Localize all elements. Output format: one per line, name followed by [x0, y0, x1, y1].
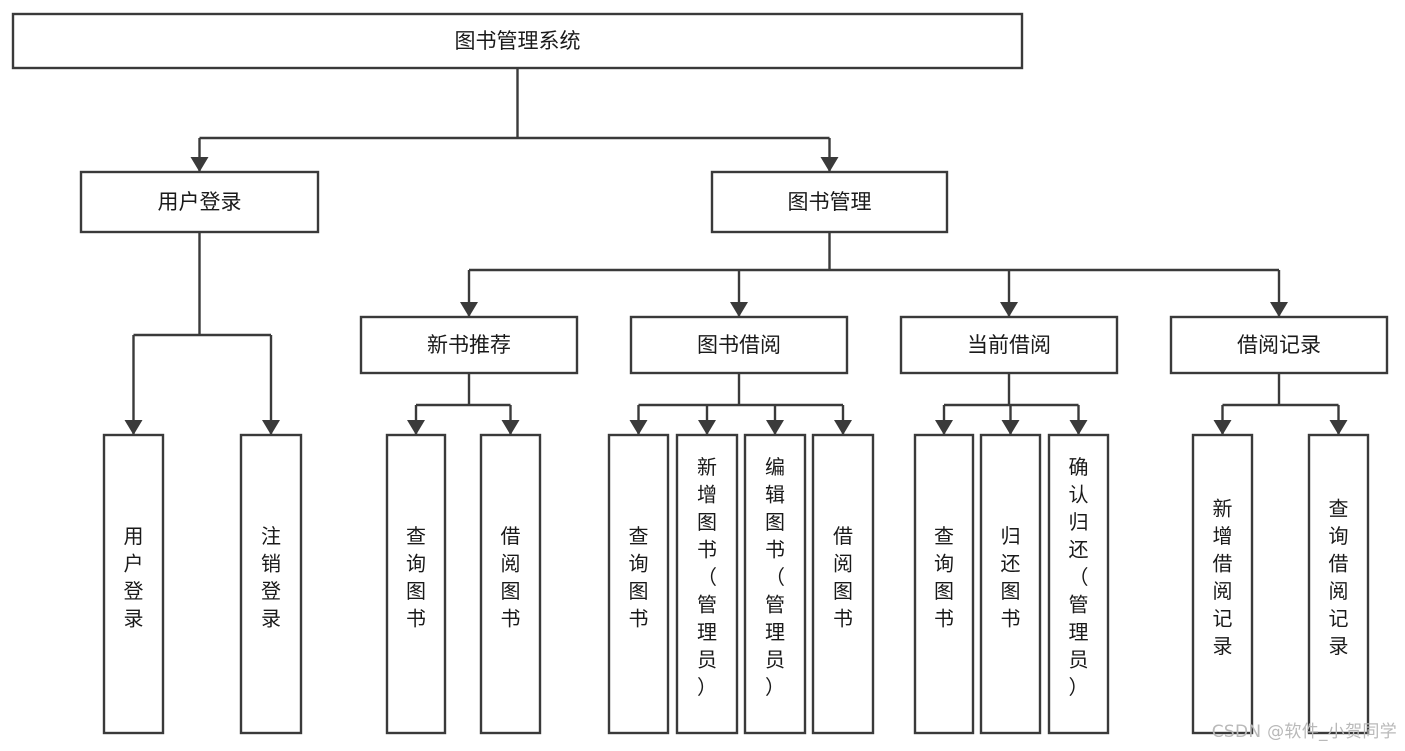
node-l3-新书推荐[interactable]: 新书推荐 — [359, 315, 579, 375]
csdn-watermark: CSDN @软件_小贺同学 — [1211, 722, 1397, 742]
node-l3-当前借阅[interactable]: 当前借阅 — [899, 315, 1119, 375]
node-l2-用户登录[interactable]: 用户登录 — [79, 170, 320, 234]
node-label: 注销登录 — [261, 524, 281, 631]
node-rect — [239, 433, 303, 735]
arrow-into-新增图书管理员 — [698, 420, 716, 435]
arrow-into-新书推荐 — [460, 302, 478, 317]
node-layer: 图书管理系统用户登录图书管理新书推荐图书借阅当前借阅借阅记录用户登录注销登录查询… — [11, 12, 1389, 735]
arrow-into-图书借阅 — [730, 302, 748, 317]
node-label: 图书管理 — [788, 190, 872, 214]
node-rect — [675, 433, 739, 735]
arrow-into-借阅记录 — [1270, 302, 1288, 317]
node-label: 新书推荐 — [427, 333, 511, 357]
node-leaf-借阅图书[interactable]: 借阅图书 — [811, 433, 875, 735]
node-leaf-归还图书[interactable]: 归还图书 — [979, 433, 1042, 735]
node-label: 查询图书 — [406, 524, 426, 631]
node-leaf-新增图书管理员[interactable]: 新增图书（管理员） — [675, 433, 739, 735]
arrow-into-归还图书 — [1001, 420, 1020, 435]
node-label: 新增借阅记录 — [1213, 496, 1233, 658]
node-leaf-注销登录[interactable]: 注销登录 — [239, 433, 303, 735]
node-leaf-编辑图书管理员[interactable]: 编辑图书（管理员） — [743, 433, 807, 735]
node-label: 查询借阅记录 — [1329, 496, 1349, 658]
arrow-into-注销登录 — [262, 420, 280, 435]
node-rect — [743, 433, 807, 735]
arrow-into-借阅图书 — [501, 420, 520, 435]
node-rect — [1307, 433, 1370, 735]
node-label: 查询图书 — [629, 524, 649, 631]
arrow-into-新增借阅记录 — [1213, 420, 1232, 435]
node-label: 借阅图书 — [833, 524, 853, 631]
node-label: 当前借阅 — [967, 333, 1051, 357]
node-leaf-查询图书[interactable]: 查询图书 — [385, 433, 447, 735]
node-label: 编辑图书（管理员） — [765, 455, 785, 699]
arrow-into-借阅图书 — [834, 420, 852, 435]
arrow-into-查询图书 — [629, 420, 648, 435]
node-label: 借阅记录 — [1237, 333, 1321, 357]
node-label: 用户登录 — [124, 524, 144, 631]
node-label: 借阅图书 — [501, 524, 521, 631]
node-rect — [359, 315, 579, 375]
node-rect — [899, 315, 1119, 375]
node-leaf-查询借阅记录[interactable]: 查询借阅记录 — [1307, 433, 1370, 735]
node-leaf-用户登录[interactable]: 用户登录 — [102, 433, 165, 735]
node-rect — [710, 170, 949, 234]
node-rect — [479, 433, 542, 735]
arrow-into-查询图书 — [407, 420, 425, 435]
node-rect — [607, 433, 670, 735]
node-rect — [1169, 315, 1389, 375]
connector-layer — [124, 68, 1348, 435]
node-label: 确认归还（管理员） — [1069, 455, 1089, 699]
node-label: 查询图书 — [934, 524, 954, 631]
node-rect — [811, 433, 875, 735]
node-label: 图书借阅 — [697, 333, 781, 357]
arrow-into-查询图书 — [935, 420, 953, 435]
node-rect — [629, 315, 849, 375]
arrow-into-当前借阅 — [1000, 302, 1018, 317]
node-rect — [11, 12, 1024, 70]
node-rect — [385, 433, 447, 735]
node-label: 用户登录 — [158, 190, 242, 214]
node-leaf-确认归还管理员[interactable]: 确认归还（管理员） — [1047, 433, 1110, 735]
arrow-into-查询借阅记录 — [1329, 420, 1348, 435]
node-rect — [1047, 433, 1110, 735]
node-leaf-借阅图书[interactable]: 借阅图书 — [479, 433, 542, 735]
arrow-into-编辑图书管理员 — [766, 420, 784, 435]
arrow-into-用户登录 — [190, 157, 209, 172]
node-rect — [102, 433, 165, 735]
node-label: 新增图书（管理员） — [697, 455, 717, 699]
arrow-into-图书管理 — [820, 157, 839, 172]
node-rect — [979, 433, 1042, 735]
node-l2-图书管理[interactable]: 图书管理 — [710, 170, 949, 234]
node-l3-借阅记录[interactable]: 借阅记录 — [1169, 315, 1389, 375]
node-label: 归还图书 — [1001, 524, 1021, 631]
node-l3-图书借阅[interactable]: 图书借阅 — [629, 315, 849, 375]
node-root-图书管理系统[interactable]: 图书管理系统 — [11, 12, 1024, 70]
node-label: 图书管理系统 — [455, 29, 581, 53]
arrow-into-确认归还管理员 — [1069, 420, 1088, 435]
node-rect — [1191, 433, 1254, 735]
node-leaf-新增借阅记录[interactable]: 新增借阅记录 — [1191, 433, 1254, 735]
arrow-into-用户登录 — [124, 420, 143, 435]
node-rect — [913, 433, 975, 735]
node-leaf-查询图书[interactable]: 查询图书 — [913, 433, 975, 735]
node-rect — [79, 170, 320, 234]
node-leaf-查询图书[interactable]: 查询图书 — [607, 433, 670, 735]
